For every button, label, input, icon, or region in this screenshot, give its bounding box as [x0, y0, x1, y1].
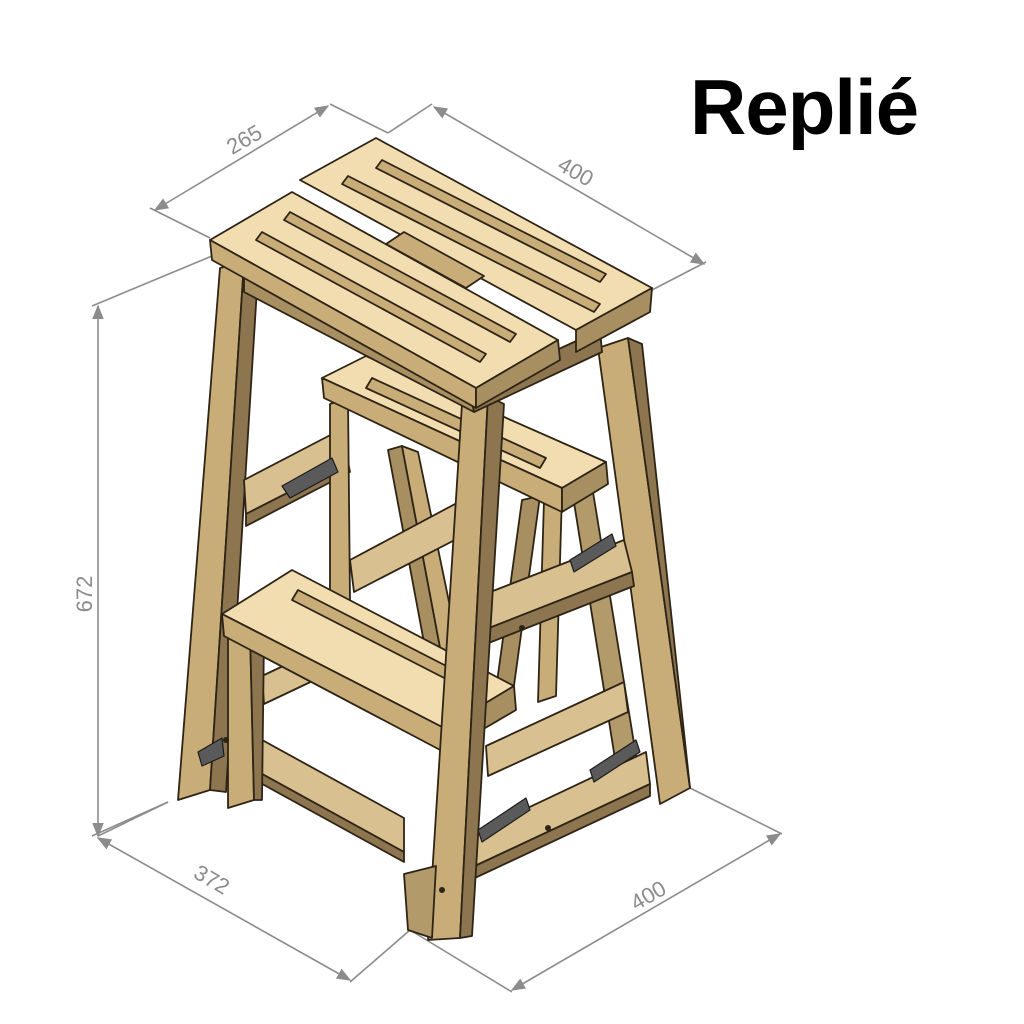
- leg-back-right: [597, 337, 691, 805]
- lower-step-legs: [227, 629, 265, 809]
- stool: [177, 137, 691, 941]
- dowel-holes: [223, 625, 551, 893]
- hinge-icon: [477, 797, 531, 843]
- hinge-icon: [589, 739, 641, 783]
- dim-base-width: 400: [626, 875, 670, 915]
- hinge-icon: [569, 533, 617, 573]
- hinge-icon: [197, 737, 225, 767]
- view-title: Replié: [690, 63, 919, 151]
- seat-top: [209, 137, 653, 409]
- hinges: [197, 457, 641, 843]
- dim-height: 672: [72, 576, 97, 613]
- dimension-lines: [91, 103, 783, 993]
- dim-top-width: 400: [554, 151, 598, 191]
- dim-top-depth: 265: [222, 119, 266, 159]
- step-lower: [221, 569, 517, 753]
- leg-front-right: [403, 395, 505, 941]
- hinge-icon: [281, 457, 339, 499]
